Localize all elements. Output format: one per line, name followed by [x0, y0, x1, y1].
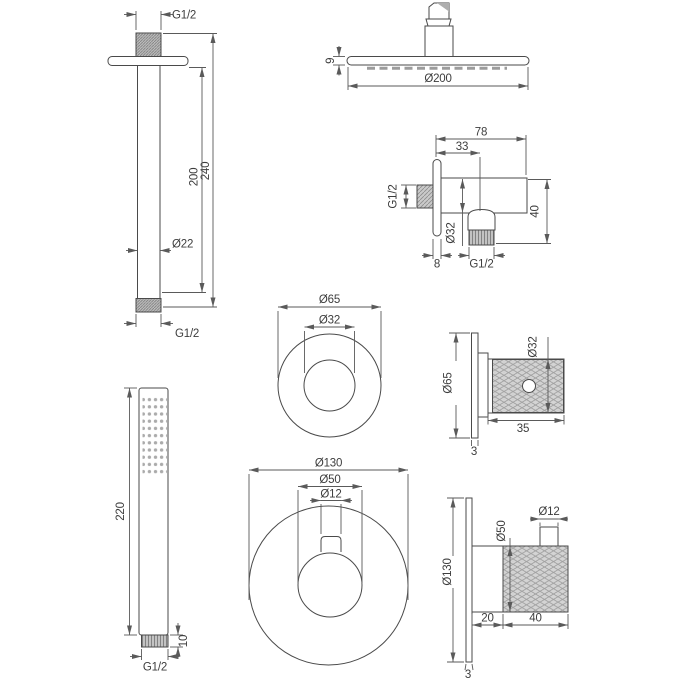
dim-head-diameter: Ø200 [347, 67, 529, 90]
head-ball-joint-shading [437, 3, 449, 12]
knob-plate-thickness-label: 3 [471, 446, 477, 458]
elbow-wall-plate [432, 159, 442, 237]
thermostat-front-view: Ø130 Ø50 Ø12 [248, 458, 409, 666]
knob-base-step [477, 352, 489, 418]
elbow-outlet-diameter-label: Ø32 [446, 222, 458, 243]
thermostat-side-plate-label: Ø130 [442, 558, 454, 585]
dim-thermostat-side-plate: Ø130 [442, 497, 464, 663]
dim-elbow-plate-thickness: 8 [422, 239, 452, 271]
dim-elbow-height: 40 [496, 179, 551, 244]
knob-side-view: Ø65 Ø32 35 3 [443, 332, 565, 458]
dim-elbow-outlet-thread: G1/2 [458, 247, 505, 271]
dim-hand-shower-length: 220 [115, 387, 137, 636]
dim-elbow-depth-to-outlet: 33 [436, 141, 481, 211]
hand-shower-view: 220 10 G1/2 [115, 387, 190, 674]
arm-inner-length-label: 200 [189, 168, 201, 187]
dim-thermostat-side-knob: Ø50 [496, 520, 513, 612]
head-height-label: 9 [325, 58, 337, 64]
elbow-height-label: 40 [530, 205, 542, 217]
thermostat-pin-label: Ø12 [320, 489, 341, 501]
thermostat-side-plate [465, 497, 473, 663]
thermostat-knob-circle [297, 552, 363, 618]
escutcheon-front-view: Ø65 Ø32 [277, 294, 382, 438]
hand-shower-length-label: 220 [115, 502, 127, 521]
thermostat-side-knurl [502, 545, 569, 613]
arm-thread-top-label: G1/2 [172, 10, 196, 22]
head-connector-stem [424, 25, 454, 57]
dim-arm-thread-top: G1/2 [124, 10, 196, 30]
dim-hand-shower-thread-height: 10 [170, 623, 190, 659]
knob-wall-plate [471, 332, 479, 439]
hand-shower-thread-label: G1/2 [143, 662, 167, 674]
escutcheon-outer-label: Ø65 [319, 294, 340, 306]
dim-escutcheon-outer: Ø65 [277, 294, 382, 378]
dim-arm-total-length: 240 [163, 33, 217, 308]
dim-elbow-inlet-thread: G1/2 [388, 184, 416, 209]
thermostat-side-knob-label: Ø50 [496, 520, 508, 541]
thermostat-side-knurl-length-label: 40 [529, 613, 541, 625]
escutcheon-inner-circle [303, 359, 356, 412]
head-connector-neck [425, 18, 452, 27]
dim-arm-inner-length: 200 [162, 67, 206, 293]
arm-thread-bottom-label: G1/2 [175, 328, 199, 340]
arm-ceiling-flange [107, 56, 189, 66]
knob-diameter-label: Ø32 [528, 336, 540, 357]
dim-head-height: 9 [325, 46, 345, 76]
knob-length-label: 35 [517, 423, 529, 435]
dim-knob-diameter: Ø32 [528, 336, 551, 413]
dim-arm-diameter: Ø22 [126, 239, 193, 253]
elbow-inlet-thread-label: G1/2 [388, 184, 400, 208]
thermostat-side-pin-label: Ø12 [538, 506, 559, 518]
thermostat-plate-circle [248, 505, 409, 666]
dim-arm-thread-bottom: G1/2 [124, 314, 199, 340]
elbow-depth-to-outlet-label: 33 [456, 141, 468, 153]
arm-tube [137, 65, 161, 299]
thermostat-side-base-length-label: 20 [481, 613, 493, 625]
escutcheon-outer-circle [277, 333, 382, 438]
outlet-elbow-view: 78 33 G1/2 Ø32 40 8 [388, 127, 551, 271]
thermostat-side-base [471, 545, 504, 613]
ceiling-arm-view: G1/2 240 200 Ø22 G1/2 [107, 10, 217, 340]
thermostat-side-view: Ø12 Ø50 Ø130 20 40 3 [442, 497, 569, 681]
thermostat-side-thickness-label: 3 [465, 669, 471, 681]
elbow-plate-thickness-label: 8 [434, 259, 440, 271]
dim-knob-length: 35 [487, 415, 565, 435]
dim-escutcheon-inner: Ø32 [304, 315, 355, 373]
elbow-inlet-thread [416, 184, 434, 209]
dim-thermostat-side-thickness: 3 [464, 663, 474, 681]
escutcheon-inner-label: Ø32 [319, 315, 340, 327]
dim-knob-plate-diameter: Ø65 [443, 332, 470, 439]
head-plate [346, 56, 530, 66]
hand-shower-thread [141, 634, 169, 648]
knob-plate-diameter-label: Ø65 [443, 372, 455, 393]
elbow-body [440, 177, 528, 214]
elbow-depth-total-label: 78 [475, 127, 487, 139]
knob-center-hole [522, 379, 536, 393]
thermostat-knob-label: Ø50 [319, 474, 340, 486]
dim-knob-plate-thickness: 3 [471, 440, 479, 458]
thermostat-side-pin [539, 526, 559, 547]
dim-thermostat-side-lengths: 20 40 [471, 613, 569, 629]
shower-head-view: 9 Ø200 [325, 2, 530, 90]
elbow-outlet-thread [468, 229, 495, 246]
dim-elbow-depth-total: 78 [435, 127, 527, 175]
dim-thermostat-knob: Ø50 [297, 474, 363, 583]
dim-thermostat-side-pin: Ø12 [530, 506, 568, 526]
elbow-outlet-dome [467, 208, 496, 231]
arm-bottom-thread [135, 298, 162, 313]
head-diameter-label: Ø200 [424, 73, 451, 85]
elbow-outlet-thread-label: G1/2 [469, 259, 493, 271]
dim-hand-shower-thread: G1/2 [130, 649, 180, 674]
hand-shower-thread-height-label: 10 [178, 635, 190, 647]
thermostat-pin-tab [320, 536, 342, 552]
hand-shower-nozzle-dots [142, 396, 167, 477]
arm-top-thread [135, 32, 162, 58]
dim-elbow-outlet-diameter: Ø32 [446, 179, 465, 246]
arm-diameter-label: Ø22 [172, 239, 193, 251]
dim-thermostat-pin: Ø12 [310, 489, 352, 534]
dim-thermostat-plate: Ø130 [248, 458, 409, 600]
thermostat-plate-label: Ø130 [315, 458, 342, 470]
